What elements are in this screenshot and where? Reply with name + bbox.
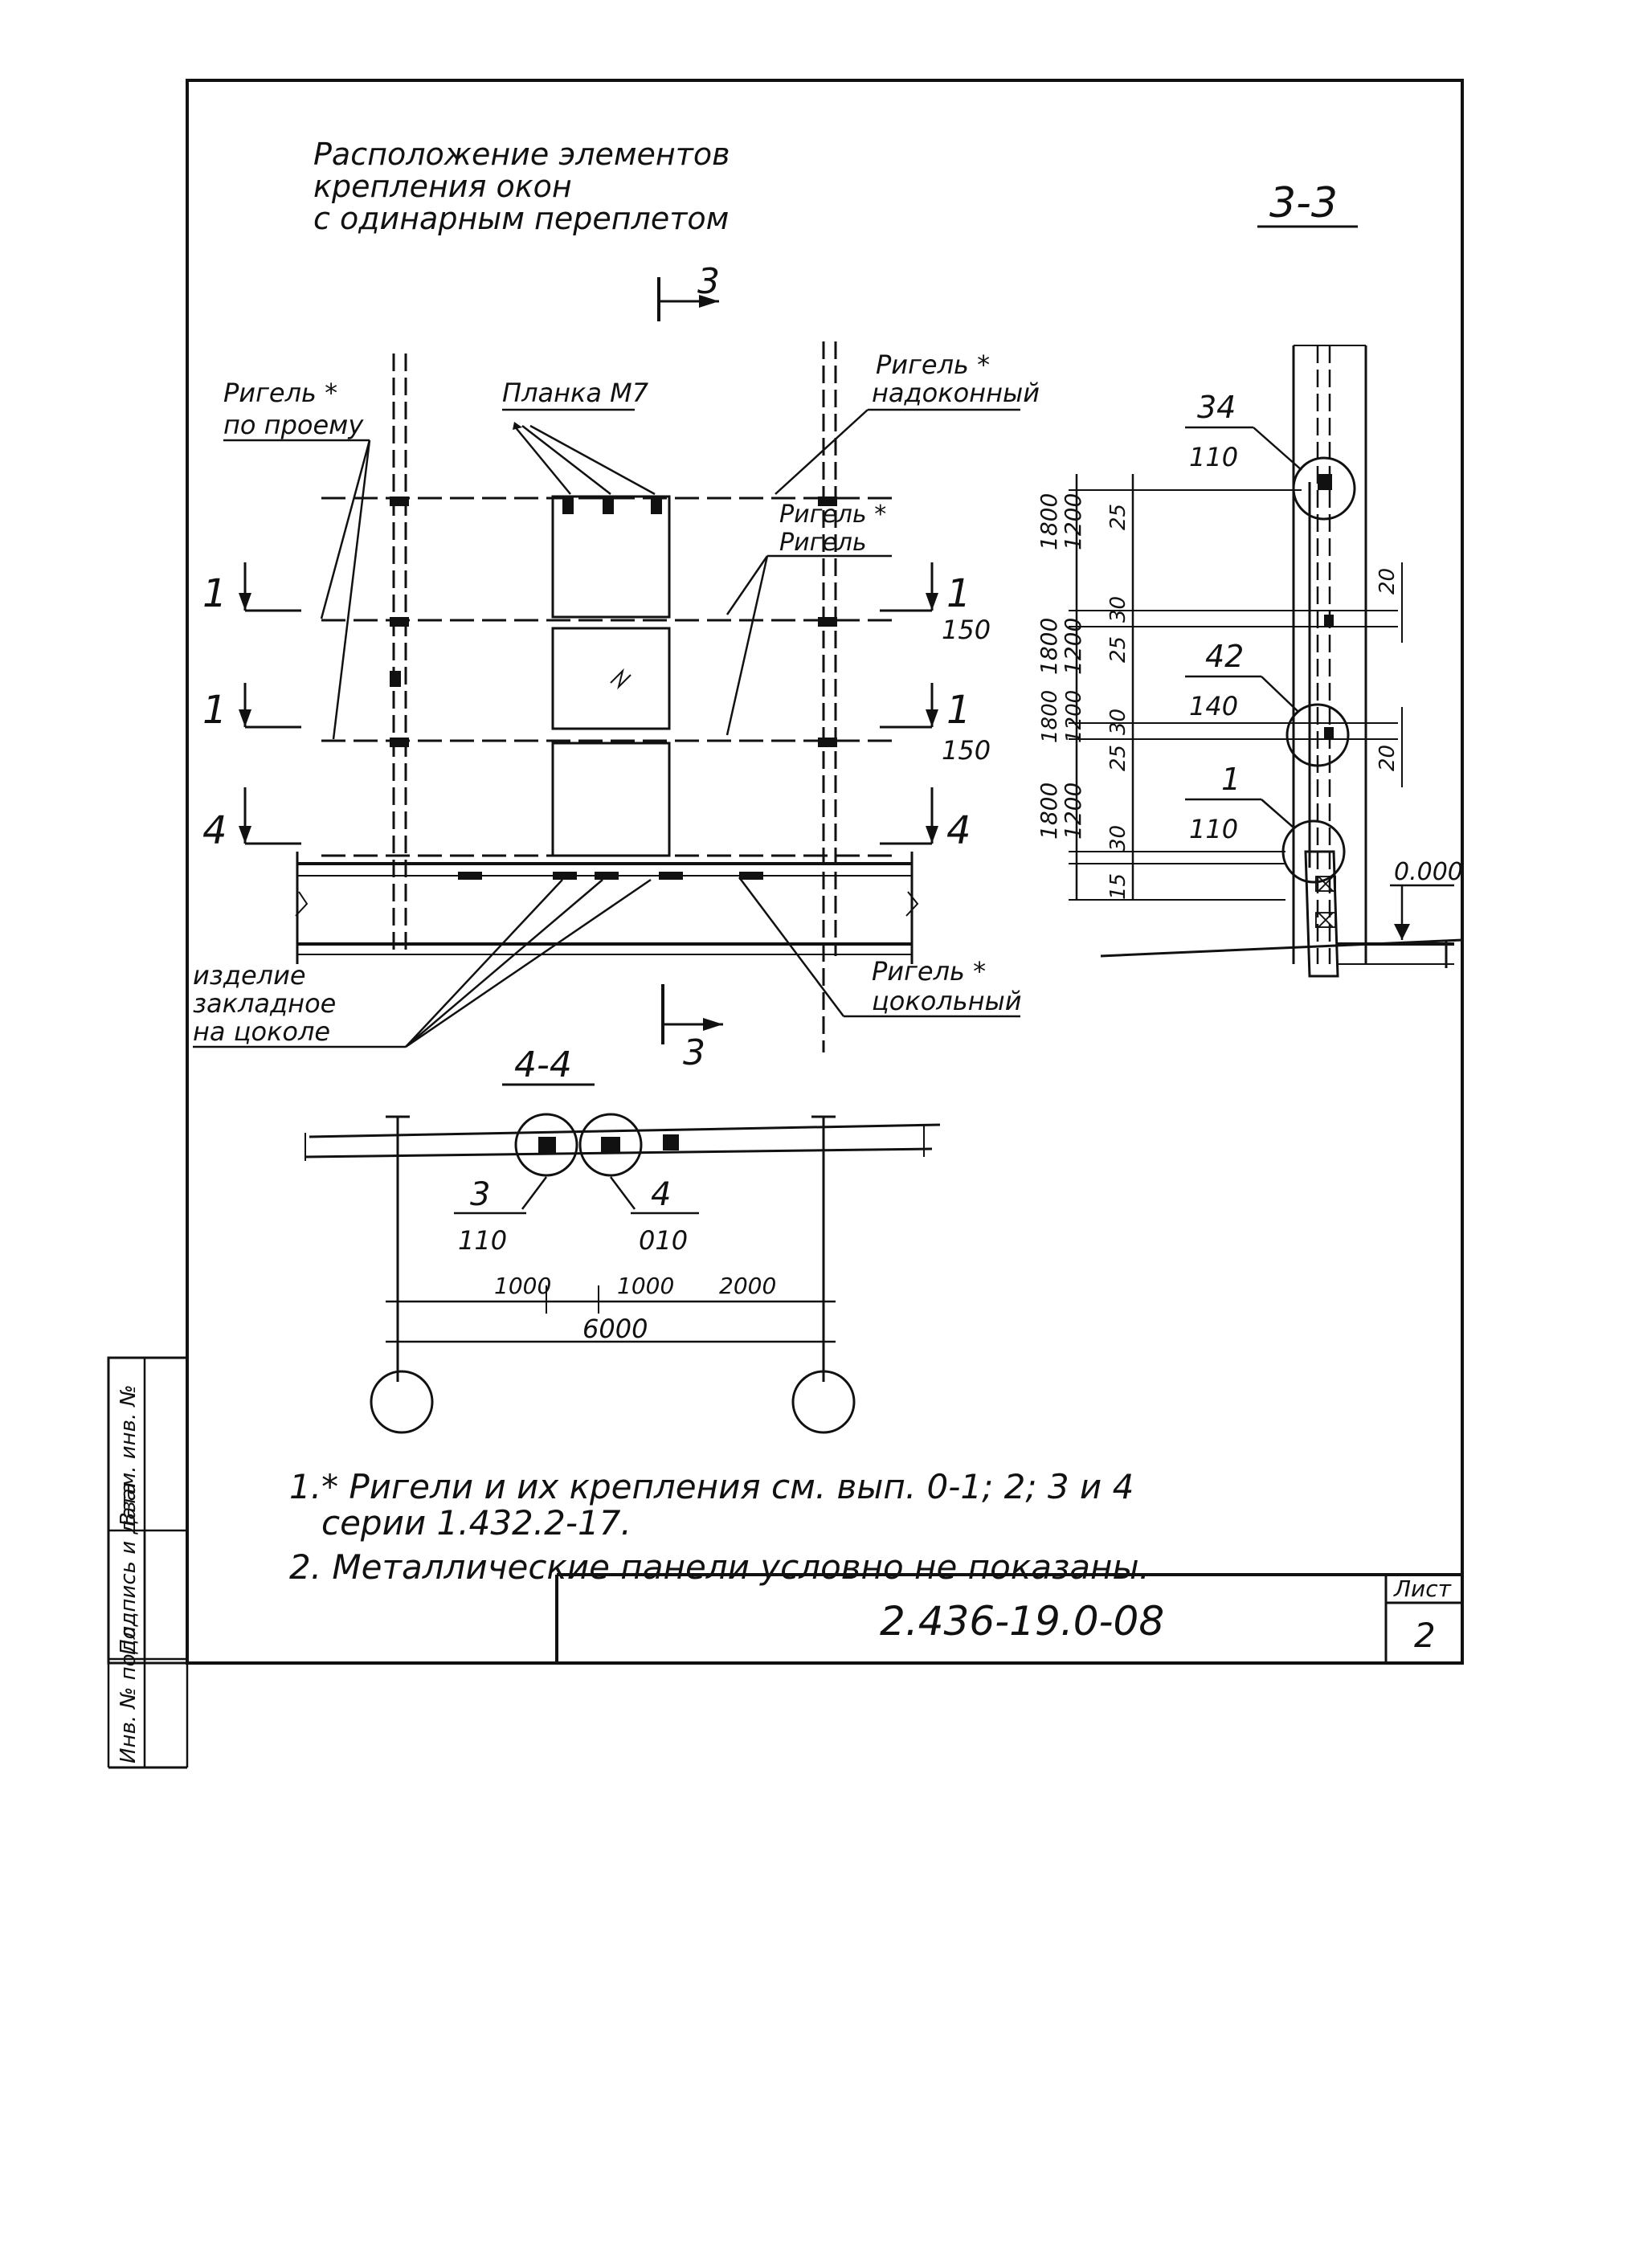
- side-stamp: Взам. инв. № Подпись и дата Инв. № подл.: [107, 1356, 189, 1769]
- label-rigel-cokol-2: цокольный: [872, 986, 1022, 1016]
- label-rigel-cokol-1: Ригель *: [872, 956, 986, 987]
- sheet-number: 2: [1414, 1616, 1436, 1655]
- title-line-3: с одинарным переплетом: [313, 201, 729, 236]
- dim-h3a: 1800: [1036, 783, 1062, 840]
- drawing-title: Расположение элементов крепления окон с …: [313, 137, 730, 236]
- note-1a: 1.* Ригели и их крепления см. вып. 0-1; …: [289, 1467, 1134, 1506]
- svg-text:⌧: ⌧: [1314, 909, 1338, 934]
- node-1-top: 1: [1221, 762, 1240, 797]
- title-line-2: крепления окон: [313, 169, 572, 204]
- dim-20b: 20: [1375, 745, 1400, 771]
- stamp-label-signature: Подпись и дата: [116, 1482, 141, 1655]
- node-42-top: 42: [1205, 639, 1244, 674]
- dim-30b: 30: [1106, 709, 1130, 735]
- dim-25a: 25: [1106, 504, 1130, 530]
- section-1-right-a: 1: [946, 571, 971, 616]
- sheet-label: Лист: [1393, 1575, 1452, 1602]
- section-1-right-b: 1: [946, 688, 971, 733]
- section-mark-3-bottom: 3: [683, 1032, 705, 1073]
- section-mark-3-top: 3: [697, 261, 720, 302]
- dim-25b: 25: [1106, 636, 1130, 663]
- axis-bubble-right: [791, 1370, 856, 1434]
- dim-30c: 30: [1106, 825, 1130, 852]
- node-42-bottom: 140: [1189, 691, 1238, 721]
- level-mark: 0.000: [1394, 858, 1463, 886]
- stamp-label-inventory: Инв. № подл.: [116, 1620, 141, 1763]
- svg-text:⌧: ⌧: [1314, 873, 1338, 897]
- drawing-code: 2.436-19.0-08: [880, 1598, 1164, 1645]
- node-34-bottom: 110: [1189, 442, 1238, 472]
- dim-15: 15: [1106, 873, 1130, 900]
- label-izdelie-1: изделие: [193, 960, 306, 991]
- node-1-bottom: 110: [1189, 814, 1238, 844]
- axis-bubble-left: [370, 1370, 434, 1434]
- notes: 1.* Ригели и их крепления см. вып. 0-1; …: [289, 1467, 1150, 1587]
- callout-150-b: 150: [942, 735, 991, 766]
- sheet-frame: [186, 79, 1464, 1665]
- dim-h3b: 1200: [1060, 783, 1086, 840]
- dim-h1b: 1200: [1060, 493, 1086, 550]
- dim-h1a: 1800: [1036, 493, 1062, 550]
- dim-44-d3: 2000: [719, 1273, 776, 1299]
- section-4-4-view: 4-4 3 110 4 010 1000 1000 2000 6000: [305, 1044, 941, 1434]
- elevation-view: 3: [193, 261, 1040, 1073]
- label-rigel-mid-1: Ригель *: [779, 501, 886, 529]
- section-4-4-label: 4-4: [514, 1044, 572, 1085]
- section-1-left-b: 1: [202, 688, 227, 733]
- dim-44-d1: 1000: [494, 1273, 551, 1299]
- dim-20a: 20: [1375, 568, 1400, 595]
- note-2: 2. Металлические панели условно не показ…: [289, 1547, 1150, 1587]
- section-4-right: 4: [946, 808, 971, 853]
- label-rigel-proem-2: по проему: [223, 410, 364, 440]
- label-izdelie-3: на цоколе: [193, 1016, 330, 1047]
- section-3-3-view: ⌧ ⌧ 34 110 42 140 1 110: [1036, 345, 1463, 978]
- node-3-bottom: 110: [458, 1225, 507, 1256]
- node-4-top: 4: [651, 1176, 671, 1213]
- label-rigel-mid-2: Ригель: [779, 529, 867, 557]
- dim-44-d2: 1000: [617, 1273, 674, 1299]
- dim-44-total: 6000: [582, 1314, 648, 1344]
- dim-30a: 30: [1106, 596, 1130, 623]
- dim-h2b: 1200: [1060, 618, 1086, 675]
- label-izdelie-2: закладное: [193, 988, 336, 1019]
- stamp-label-replace: Взам. инв. №: [116, 1384, 141, 1526]
- section-4-left: 4: [202, 808, 227, 853]
- dim-h2c: 1800: [1038, 690, 1062, 743]
- label-rigel-proem-1: Ригель *: [223, 378, 337, 408]
- label-rigel-nadokon-2: надоконный: [872, 378, 1040, 408]
- node-3-top: 3: [470, 1176, 490, 1213]
- callout-150-a: 150: [942, 615, 991, 645]
- dim-25c: 25: [1106, 745, 1130, 771]
- node-4-bottom: 010: [639, 1225, 688, 1256]
- title-line-1: Расположение элементов: [313, 137, 730, 172]
- label-plank-m7: Планка М7: [502, 378, 649, 408]
- note-1b: серии 1.432.2-17.: [321, 1503, 631, 1543]
- dim-h2a: 1800: [1036, 618, 1062, 675]
- dim-h2d: 1200: [1062, 690, 1086, 743]
- section-3-3-label: 3-3: [1269, 179, 1338, 227]
- section-1-left-a: 1: [202, 571, 227, 616]
- node-34-top: 34: [1197, 390, 1236, 425]
- label-rigel-nadokon-1: Ригель *: [876, 349, 990, 380]
